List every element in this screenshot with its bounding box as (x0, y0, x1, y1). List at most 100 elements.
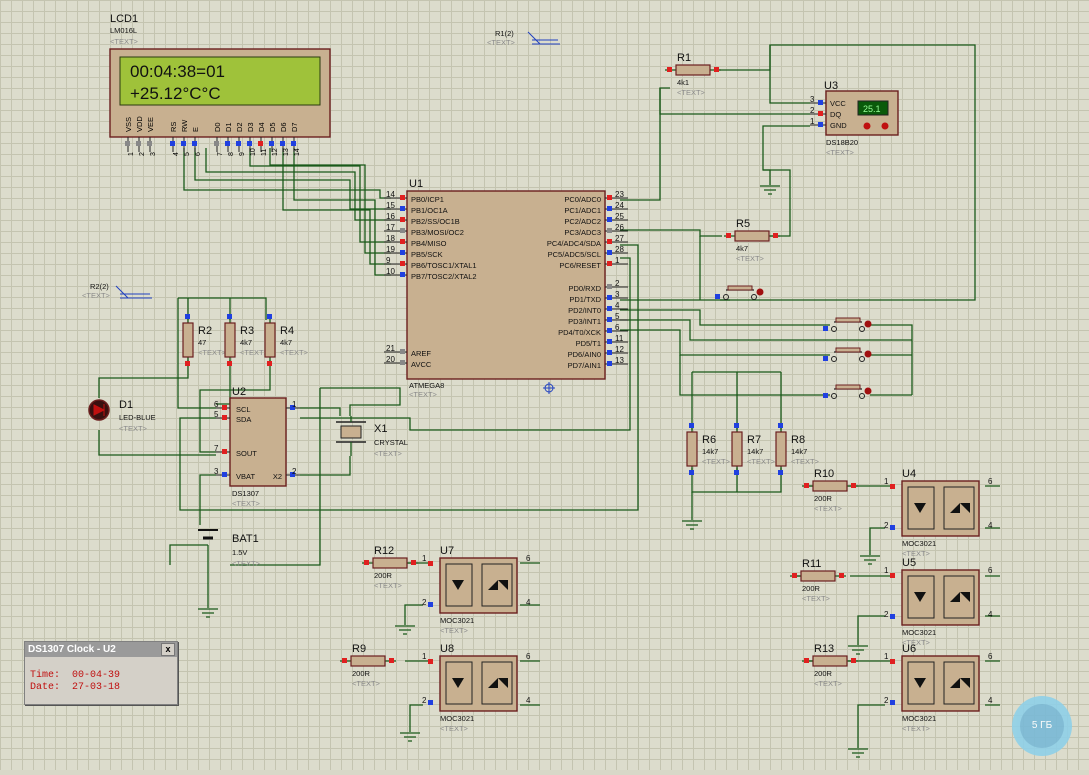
pin-marker (400, 272, 405, 277)
time-label: Time: (30, 670, 61, 681)
sensor-pin-label: GND (830, 121, 847, 130)
pin-marker (607, 361, 612, 366)
resistor-value: 4k7 (240, 338, 252, 347)
opto-model: MOC3021 (440, 616, 474, 625)
led-d1[interactable] (88, 399, 110, 421)
resistor-text-tag: <TEXT> (802, 594, 831, 603)
battery-bat1[interactable] (198, 529, 218, 540)
resistor-r12[interactable]: R12 200R<TEXT> (362, 545, 418, 590)
lcd-pin-number: 1 (128, 152, 135, 156)
lcd-display[interactable]: 00:04:38=01 +25.12°C°C VSS1VDD2VEE3RS4RW… (109, 48, 331, 156)
mcu-left-pins: 14PB0/ICP115PB1/OC1A16PB2/SS/OC1B17PB3/M… (384, 190, 477, 369)
popup-title-bar[interactable]: DS1307 Clock - U2 x (25, 642, 177, 657)
svg-text:1: 1 (884, 477, 889, 486)
lcd-pin-number: 7 (217, 152, 224, 156)
rtc-pin-number: 1 (292, 400, 297, 409)
probe-r2[interactable]: R2(2) <TEXT> (82, 282, 152, 300)
mcu-pin-label: PB3/MOSI/OC2 (411, 228, 464, 237)
mcu-pin-label: PB5/SCK (411, 250, 443, 259)
mcu-pin-label: PD1/TXD (569, 295, 601, 304)
pin-marker (247, 141, 252, 146)
rtc-pin-label: SOUT (236, 449, 257, 458)
resistor-value: 4k7 (736, 244, 748, 253)
push-button[interactable] (823, 317, 872, 332)
popup-title: DS1307 Clock - U2 (28, 644, 116, 655)
push-button[interactable] (823, 384, 872, 399)
ds1307-clock-popup[interactable]: DS1307 Clock - U2 x Time: 00-04-39 Date:… (24, 641, 178, 705)
crystal-x1[interactable] (336, 416, 366, 456)
svg-text:6: 6 (988, 566, 993, 575)
mcu-pin-number: 28 (615, 245, 624, 254)
pin-marker (607, 317, 612, 322)
pin-marker (258, 141, 263, 146)
resistor-ref: R4 (280, 325, 294, 337)
pin-marker (400, 217, 405, 222)
led-text-tag: <TEXT> (119, 424, 148, 433)
svg-text:4: 4 (526, 696, 531, 705)
resistor-text-tag: <TEXT> (374, 581, 403, 590)
resistor-ref: R12 (374, 545, 394, 557)
pin-marker (225, 141, 230, 146)
lcd-pin-number: 14 (294, 148, 301, 156)
pin-marker (170, 141, 175, 146)
resistor-ref: R8 (791, 434, 805, 446)
storage-badge[interactable]: 5 ГБ (1012, 696, 1072, 756)
resistor-value: 200R (802, 584, 821, 593)
ground-icon (198, 185, 880, 758)
pin-marker (291, 141, 296, 146)
resistor-ref: R10 (814, 468, 834, 480)
resistor-value: 200R (352, 669, 371, 678)
lcd-pin-label: RS (169, 122, 178, 132)
pin-marker (607, 239, 612, 244)
opto-ref: U8 (440, 643, 454, 655)
resistor-text-tag: <TEXT> (747, 457, 776, 466)
probe-r1[interactable]: R1(2) <TEXT> (487, 29, 560, 47)
svg-text:4: 4 (526, 598, 531, 607)
mcu-atmega8[interactable]: 14PB0/ICP115PB1/OC1A16PB2/SS/OC1B17PB3/M… (384, 190, 628, 380)
resistor-text-tag: <TEXT> (352, 679, 381, 688)
mcu-pin-label: PC3/ADC3 (564, 228, 601, 237)
mcu-pin-label: PB4/MISO (411, 239, 447, 248)
resistor-value: 200R (374, 571, 393, 580)
mcu-pin-label: PD5/T1 (576, 339, 601, 348)
sensor-pin-label: VCC (830, 99, 846, 108)
push-button[interactable] (715, 285, 764, 300)
mcu-pin-label: PC4/ADC4/SDA (547, 239, 601, 248)
lcd-pin-number: 11 (261, 149, 268, 156)
lcd-pin-number: 6 (195, 152, 202, 156)
mcu-pin-number: 11 (615, 334, 624, 343)
battery-text-tag: <TEXT> (232, 559, 261, 568)
resistor-ref: R5 (736, 218, 750, 230)
mcu-pin-label: PD2/INT0 (568, 306, 601, 315)
push-button[interactable] (823, 347, 872, 362)
lcd-pin-label: D2 (235, 122, 244, 132)
mcu-pin-number: 6 (615, 323, 620, 332)
lcd-pin-number: 13 (283, 148, 290, 156)
lcd-pin-label: D3 (246, 122, 255, 132)
mcu-pin-number: 26 (615, 223, 624, 232)
close-icon[interactable]: x (161, 643, 175, 656)
pin-marker (400, 250, 405, 255)
rtc-pin-label: SCL (236, 405, 251, 414)
